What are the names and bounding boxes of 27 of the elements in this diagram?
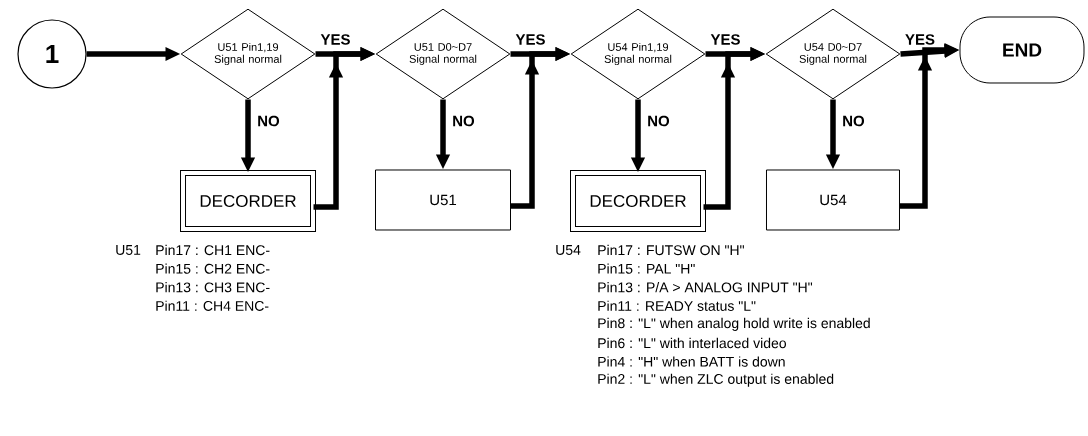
process-box: U54 [766, 169, 900, 231]
note-text: Pin17 : CH1 ENC- [156, 244, 270, 256]
edge-label: YES [905, 34, 935, 45]
note-text: U54 [556, 245, 581, 255]
edge-label: NO [453, 115, 475, 127]
edge-label: NO [843, 115, 865, 127]
edge-label: NO [648, 115, 670, 127]
note-text: Pin6 : "L" with interlaced video [598, 337, 786, 349]
note-text: Pin8 : "L" when analog hold write is enabled [598, 317, 870, 331]
process-box: DECORDER [570, 170, 706, 232]
edge-label: YES [320, 34, 350, 45]
note-text: Pin15 : CH2 ENC- [156, 263, 270, 274]
note-text: U51 [116, 245, 141, 255]
note-text: Pin11 : READY status "L" [598, 300, 756, 311]
note-text: Pin13 : P/A > ANALOG INPUT "H" [598, 282, 813, 293]
end-terminal: END [959, 16, 1085, 84]
process-box: U51 [375, 169, 511, 231]
note-text: Pin11 : CH4 ENC- [156, 300, 269, 311]
note-text: Pin2 : "L" when ZLC output is enabled [598, 373, 834, 387]
note-text: Pin17 : FUTSW ON "H" [598, 244, 744, 256]
process-box: DECORDER [180, 170, 316, 232]
edge-label: YES [515, 34, 545, 45]
note-text: Pin13 : CH3 ENC- [156, 282, 270, 293]
note-text: Pin15 : PAL "H" [598, 263, 695, 274]
edge-label: NO [258, 115, 280, 127]
note-text: Pin4 : "H" when BATT is down [598, 356, 785, 367]
edge-label: YES [710, 34, 740, 45]
